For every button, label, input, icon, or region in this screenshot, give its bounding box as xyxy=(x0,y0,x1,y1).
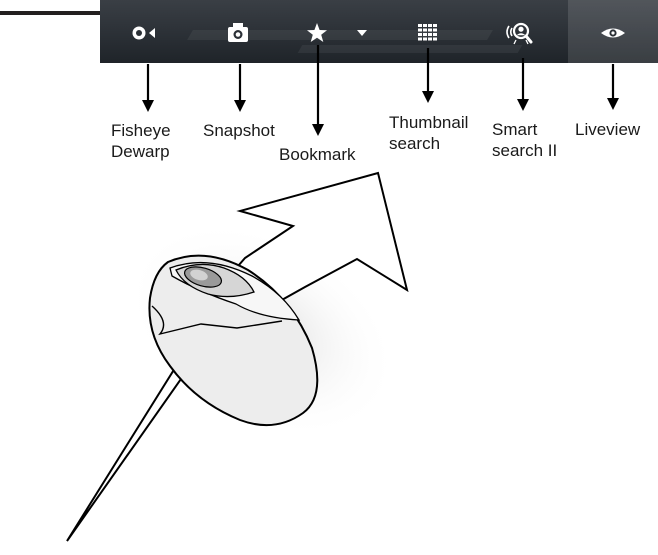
label-smart-search-ii: Smart search II xyxy=(492,119,557,161)
callout-arrow-snapshot xyxy=(234,64,246,112)
callout-arrow-thumbnail xyxy=(422,48,434,103)
callout-arrow-smart-search xyxy=(517,58,529,111)
callout-arrow-bookmark xyxy=(312,45,324,136)
callout-arrow-fisheye xyxy=(142,64,154,112)
label-thumbnail-search: Thumbnail search xyxy=(389,112,468,154)
callout-arrow-liveview xyxy=(607,64,619,110)
label-bookmark: Bookmark xyxy=(279,144,356,165)
label-liveview: Liveview xyxy=(575,119,640,140)
label-snapshot: Snapshot xyxy=(203,120,275,141)
label-fisheye-dewarp: Fisheye Dewarp xyxy=(111,120,171,162)
